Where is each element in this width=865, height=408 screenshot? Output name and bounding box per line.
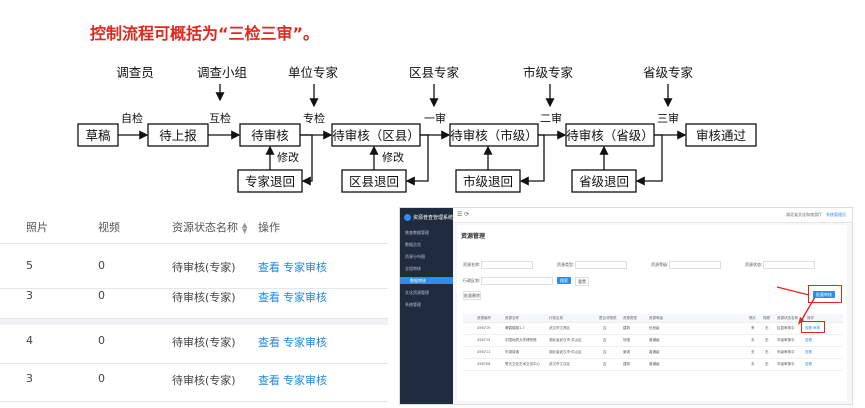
svg-text:待审核（省级）: 待审核（省级） [566,128,654,143]
expert-review-link[interactable]: 专家审核 [283,336,327,349]
header-video: 视频 [98,221,120,234]
menu-item[interactable]: 文化资源管理 [405,290,429,295]
app-table-row: 456711 东湖绿道 湖北省武汉市·洪山区 否 景观 普通级 无 无 市级审核… [463,347,843,359]
header-photo: 照片 [26,221,48,234]
svg-text:待上报: 待上报 [159,128,197,143]
highlight-box [808,285,842,303]
level-select[interactable] [669,261,721,269]
menu-item[interactable]: 数据总览 [405,242,421,247]
box-pending-report: 待上报 [147,123,209,147]
table-gap [0,319,388,325]
name-input[interactable] [481,261,533,269]
actor-district-expert: 区县专家 [409,65,460,80]
expert-review-link[interactable]: 专家审核 [283,291,327,304]
row-action[interactable]: 查看 审核 [805,326,821,330]
sort-icon: ▲▼ [242,221,248,235]
box-review-passed: 审核通过 [685,123,757,147]
edge-first-review: 一审 [424,111,446,125]
actor-team: 调查小组 [197,65,247,80]
svg-text:审核通过: 审核通过 [696,128,747,143]
content-title: 资源管理 [461,233,486,240]
actor-city-expert: 市级专家 [523,65,574,80]
edge-mutual-check: 互检 [209,111,231,125]
box-pending-review: 待审核 [239,123,301,147]
annotation-line [776,286,810,296]
highlight-review [801,321,825,333]
menu-item[interactable]: 资源分布图 [405,254,425,259]
actor-investigator: 调查员 [116,65,154,80]
view-link[interactable]: 查看 [258,374,280,387]
box-pending-district: 待审核（区县） [331,123,421,147]
svg-text:待审核（市级）: 待审核（市级） [450,128,538,143]
menu-item[interactable]: 系统管理 [405,302,421,307]
box-city-return: 市级退回 [455,169,521,193]
batch-delete-button[interactable]: 批量删除 [463,291,481,300]
box-expert-return: 专家退回 [237,169,303,193]
app-logo: 资源普查管理系统 [404,214,453,221]
menu-item[interactable]: 全程审核 [405,266,421,271]
svg-text:专家退回: 专家退回 [245,174,295,189]
app-table-row: 456708 楚天文化艺术交流中心 武汉市江汉区 否 建筑 普通级 无 无 市级… [463,359,843,371]
expert-review-link[interactable]: 专家审核 [283,261,327,274]
edge-modify-expert: 修改 [277,150,299,164]
annotation-arrow [798,296,816,325]
review-flow-diagram: 草稿 待上报 待审核 待审核（区县） 待审核（市级） 待审核（省级） 审核通过 … [77,65,757,193]
batch-review-button[interactable]: 批量审核 [813,291,835,298]
svg-text:待审核（区县）: 待审核（区县） [332,128,420,143]
app-table-row: 456719 黄鹤楼路1-7 武汉市江岸区 否 建筑 优良级 有 无 区县审核中… [463,323,843,335]
view-link[interactable]: 查看 [258,336,280,349]
box-province-return: 省级退回 [571,169,637,193]
search-button[interactable]: 搜索 [557,277,571,284]
actor-province-expert: 省级专家 [643,65,694,80]
app-screenshot: 资源普查管理系统 普查数据管理 数据总览 资源分布图 全程审核 数据审核 文化资… [399,207,853,405]
table-header: 照片 视频 资源状态名称▲▼ 操作 [0,207,388,244]
svg-text:市级退回: 市级退回 [463,174,513,189]
row-action[interactable]: 查看 [805,362,812,366]
page-title: 控制流程可概括为“三检三审”。 [90,24,320,43]
header-status[interactable]: 资源状态名称▲▼ [172,221,248,235]
region-input[interactable] [481,277,553,285]
box-district-return: 区县退回 [341,169,407,193]
app-table-header: 资源编号 资源名称 行政区划 是否非物质 资源类型 资源等级 照片 视频 资源状… [463,314,843,323]
table-row: 3 0 待审核(专家) 查看 专家审核 [0,274,388,319]
menu-item[interactable]: 普查数据管理 [405,230,429,235]
box-draft: 草稿 [77,123,119,147]
category-select[interactable] [575,261,627,269]
table-row: 4 0 待审核(专家) 查看 专家审核 [0,319,388,364]
user-info[interactable]: 湖北省文化和旅游厅系统管理员 [786,212,846,217]
actor-unit-expert: 单位专家 [288,65,339,80]
reset-button[interactable]: 重置 [575,277,589,286]
main-content: 资源管理 资源名称: 资源类型: 资源等级: 资源状态: 行政区划: 搜索 重置… [457,225,847,401]
box-pending-province: 待审核（省级） [565,123,655,147]
svg-text:草稿: 草稿 [85,128,110,143]
menu-refresh-icon[interactable]: ☰ ⟳ [457,211,470,218]
topbar: ☰ ⟳ 湖北省文化和旅游厅系统管理员 [453,208,852,223]
resource-table: 照片 视频 资源状态名称▲▼ 操作 5 0 待审核(专家) 查看 专家审核 3 … [0,207,388,407]
edge-self-check: 自检 [121,111,143,125]
menu-item-selected[interactable]: 数据审核 [400,277,453,284]
svg-text:待审核: 待审核 [251,128,289,143]
header-action: 操作 [258,221,280,234]
app-table-row: 456715 中国地质大学博物馆 湖北省武汉市·洪山区 否 场馆 普通级 无 无… [463,335,843,347]
view-link[interactable]: 查看 [258,261,280,274]
sidebar: 资源普查管理系统 普查数据管理 数据总览 资源分布图 全程审核 数据审核 文化资… [400,208,453,404]
edge-third-review: 三审 [657,111,679,125]
edge-modify-district: 修改 [382,150,404,164]
table-row: 5 0 待审核(专家) 查看 专家审核 [0,244,388,289]
table-row: 3 0 待审核(专家) 查看 专家审核 [0,357,388,402]
svg-text:区县退回: 区县退回 [349,174,399,189]
expert-review-link[interactable]: 专家审核 [283,374,327,387]
row-action[interactable]: 查看 [805,350,812,354]
row-action[interactable]: 查看 [805,338,812,342]
edge-second-review: 二审 [540,111,562,125]
logo-icon [404,214,411,221]
view-link[interactable]: 查看 [258,291,280,304]
box-pending-city: 待审核（市级） [449,123,539,147]
edge-expert-check: 专检 [303,111,325,125]
status-select[interactable] [763,261,815,269]
svg-text:省级退回: 省级退回 [579,174,629,189]
